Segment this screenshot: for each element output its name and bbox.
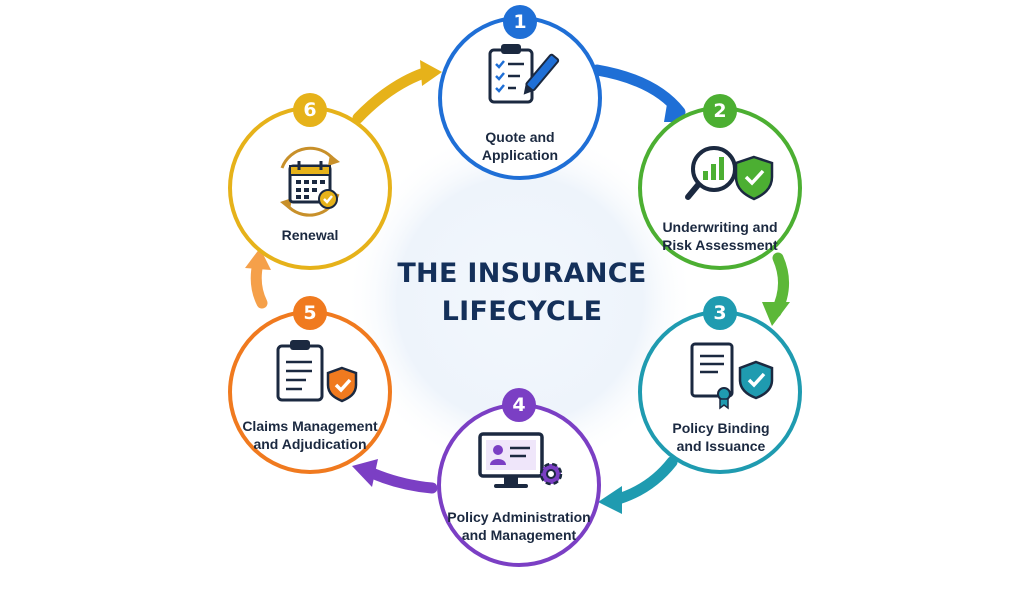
- arrow-3-to-4-head: [598, 486, 622, 514]
- title-line-1: THE INSURANCE: [397, 258, 647, 289]
- step-label-2: Underwriting and Risk Assessment: [662, 219, 778, 253]
- step-number-1: 1: [513, 11, 527, 33]
- step-number-2: 2: [713, 100, 727, 122]
- diagram-title: THE INSURANCE LIFECYCLE: [372, 255, 672, 331]
- center-glow: [345, 125, 695, 475]
- step-number-5: 5: [303, 302, 317, 324]
- step-label-6: Renewal: [281, 227, 339, 243]
- arrow-3-to-4: [609, 456, 678, 506]
- title-line-2: LIFECYCLE: [441, 296, 603, 327]
- step-number-3: 3: [713, 302, 727, 324]
- arrow-2-to-3-head: [762, 302, 790, 326]
- clipboard-checklist-pen-icon: [488, 44, 560, 104]
- step-number-4: 4: [512, 394, 526, 416]
- step-number-6: 6: [303, 99, 317, 121]
- cycle-arrows: [245, 60, 790, 514]
- step-label-1: Quote and Application: [481, 129, 559, 163]
- step-label-3: Policy Binding and Issuance: [672, 420, 770, 454]
- step-label-5: Claims Management and Adjudication: [242, 418, 378, 452]
- arrow-6-to-1-head: [420, 60, 442, 86]
- step-label-4: Policy Administration and Management: [447, 509, 591, 543]
- monitor-gear-icon: [478, 432, 563, 488]
- calendar-renew-icon: [280, 146, 340, 217]
- arrow-6-to-1: [352, 67, 430, 124]
- arrow-4-to-5-head: [352, 459, 378, 487]
- arrow-4-to-5: [366, 467, 438, 494]
- clipboard-shield-icon: [276, 340, 358, 403]
- arrow-5-to-6-head: [245, 248, 271, 270]
- certificate-shield-icon: [690, 342, 774, 410]
- magnifier-chart-shield-icon: [685, 146, 774, 201]
